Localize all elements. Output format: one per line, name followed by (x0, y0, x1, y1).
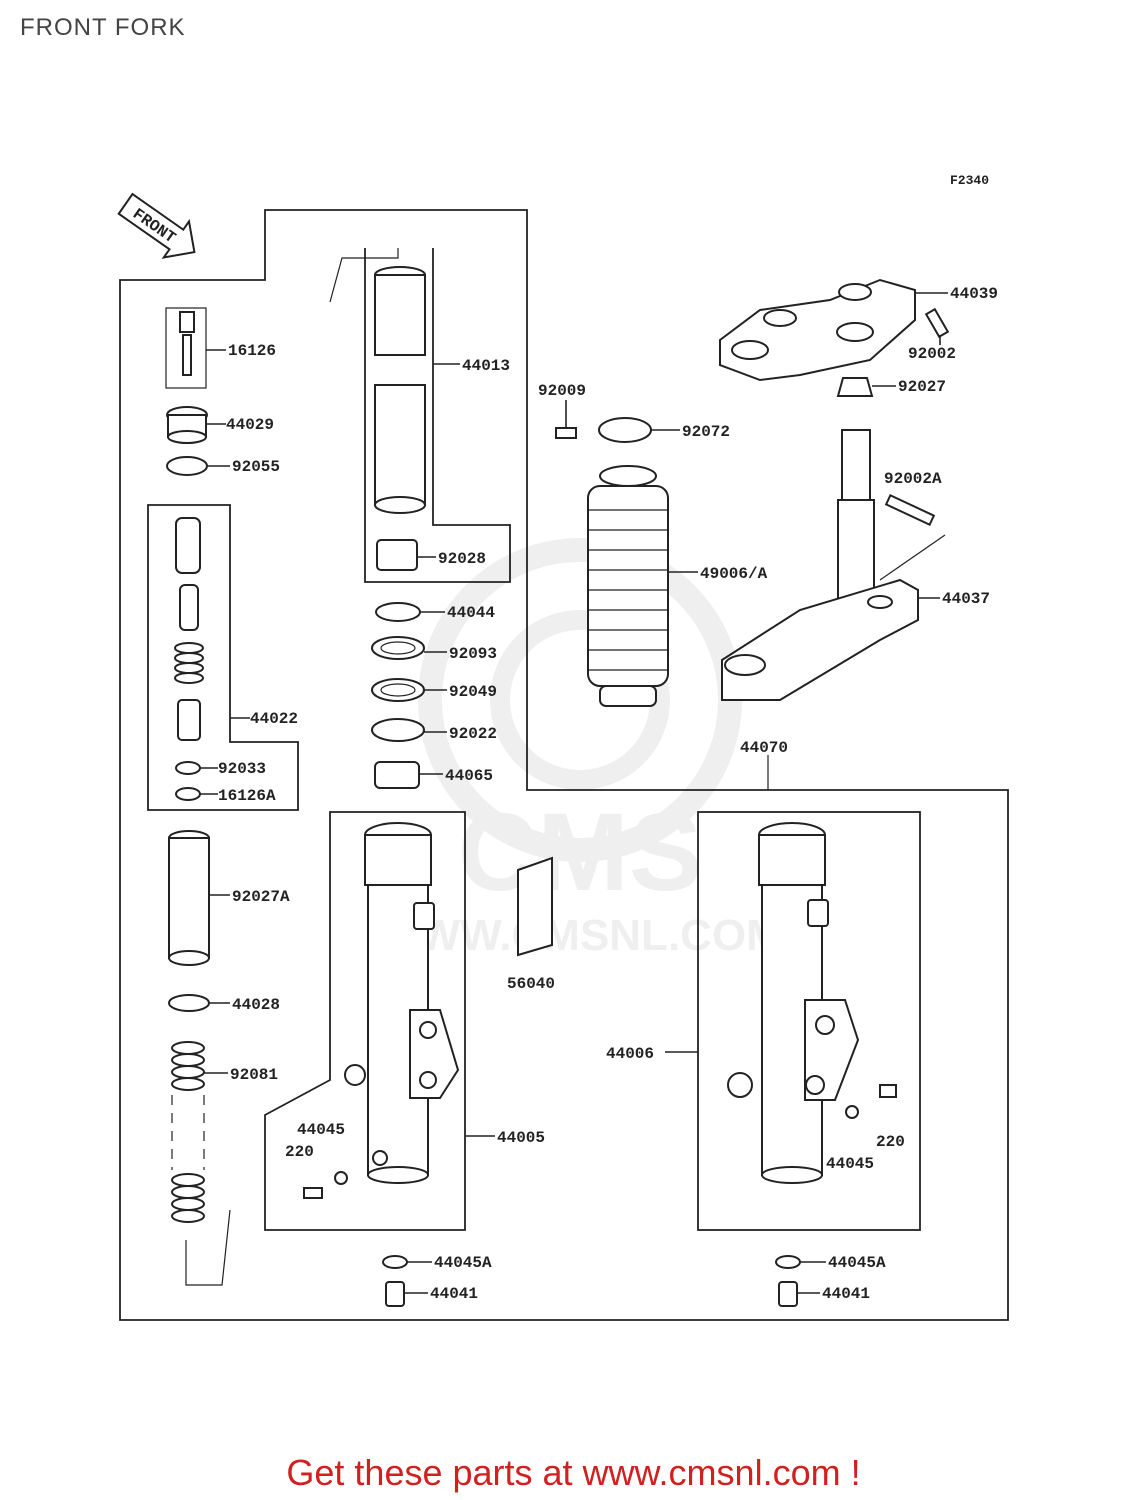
gasket-44045A-right-part (775, 1255, 801, 1269)
right-outer-tube-frame (697, 811, 921, 1231)
part-label-44022: 44022 (250, 710, 298, 728)
part-label-92022: 92022 (449, 725, 497, 743)
part-label-92028: 92028 (438, 550, 486, 568)
upper-bracket-part (719, 278, 916, 382)
part-label-44070: 44070 (740, 739, 788, 757)
inner-tube-group-frame (364, 248, 511, 583)
part-label-92093: 92093 (449, 645, 497, 663)
part-label-44041-right: 44041 (822, 1285, 870, 1303)
air-valve-part (179, 311, 195, 333)
screw-220-left-part (303, 1187, 323, 1199)
retaining-ring-part (375, 602, 421, 622)
gasket-44045A-left-part (382, 1255, 408, 1269)
part-label-44041-left: 44041 (430, 1285, 478, 1303)
part-label-44037: 44037 (942, 590, 990, 608)
part-label-16126A: 16126A (218, 787, 276, 805)
part-label-44029: 44029 (226, 416, 274, 434)
part-label-92049: 92049 (449, 683, 497, 701)
washer-92033-part (175, 761, 201, 775)
part-label-44045A-left: 44045A (434, 1254, 492, 1272)
slide-bushing-part (376, 539, 418, 571)
part-label-92055: 92055 (232, 458, 280, 476)
part-label-92081: 92081 (230, 1066, 278, 1084)
left-outer-tube-part (344, 822, 460, 1184)
bolt-44041-left-part (385, 1281, 405, 1307)
part-label-44065: 44065 (445, 767, 493, 785)
part-label-92002: 92002 (908, 345, 956, 363)
assembly-frame (119, 209, 1009, 1321)
screw-92009-part (555, 427, 577, 439)
steering-stem-part (721, 429, 919, 701)
part-label-44005: 44005 (497, 1129, 545, 1147)
front-arrow-icon: FRONT (117, 192, 196, 259)
footer-cta-link[interactable]: Get these parts at www.cmsnl.com ! (286, 1452, 861, 1493)
spring-seat-part (168, 994, 210, 1012)
part-label-56040: 56040 (507, 975, 555, 993)
inner-tube-part (374, 274, 426, 356)
part-label-44039: 44039 (950, 285, 998, 303)
part-label-44045-right: 44045 (826, 1155, 874, 1173)
damper-spring-part (174, 642, 204, 684)
part-label-44013: 44013 (462, 357, 510, 375)
part-label-220-right: 220 (876, 1133, 905, 1151)
guide-bushing-part (374, 761, 420, 789)
right-outer-tube-part (727, 822, 860, 1184)
part-label-92002A: 92002A (884, 470, 942, 488)
part-label-44028: 44028 (232, 996, 280, 1014)
fork-spring-part (171, 1041, 205, 1223)
spacer-tube-part (168, 837, 210, 959)
part-label-44044: 44044 (447, 604, 495, 622)
oil-seal-part (371, 678, 425, 702)
page-title: FRONT FORK (20, 14, 186, 41)
collar-92027-part (836, 377, 874, 397)
part-label-16126: 16126 (228, 342, 276, 360)
part-label-92009: 92009 (538, 382, 586, 400)
bolt-44041-right-part (778, 1281, 798, 1307)
left-outer-tube-frame (264, 811, 466, 1231)
fork-boot-part (587, 465, 669, 707)
part-label-44006: 44006 (606, 1045, 654, 1063)
part-label-92027A: 92027A (232, 888, 290, 906)
bolt-92002-part (924, 307, 950, 339)
part-label-92033: 92033 (218, 760, 266, 778)
o-ring-part (166, 456, 208, 476)
bolt-92002A-part (884, 493, 936, 527)
washer-16126A-part (175, 787, 201, 801)
part-label-92072: 92072 (682, 423, 730, 441)
damper-group-frame (147, 504, 299, 811)
figure-id: F2340 (950, 173, 989, 188)
dust-seal-part (371, 636, 425, 660)
washer-44045-left-part (334, 1171, 348, 1185)
decal-part (517, 856, 553, 957)
boot-clamp-part (598, 417, 652, 443)
fork-cap-part (167, 430, 207, 444)
washer-44045-right-part (845, 1105, 859, 1119)
damper-rod-part (175, 517, 201, 574)
part-label-92027: 92027 (898, 378, 946, 396)
screw-220-right-part (879, 1084, 897, 1098)
part-label-49006A: 49006/A (700, 565, 768, 583)
washer-92022-part (371, 718, 425, 742)
part-label-44045A-right: 44045A (828, 1254, 886, 1272)
part-label-220-left: 220 (285, 1143, 314, 1161)
part-label-44045-left: 44045 (297, 1121, 345, 1139)
